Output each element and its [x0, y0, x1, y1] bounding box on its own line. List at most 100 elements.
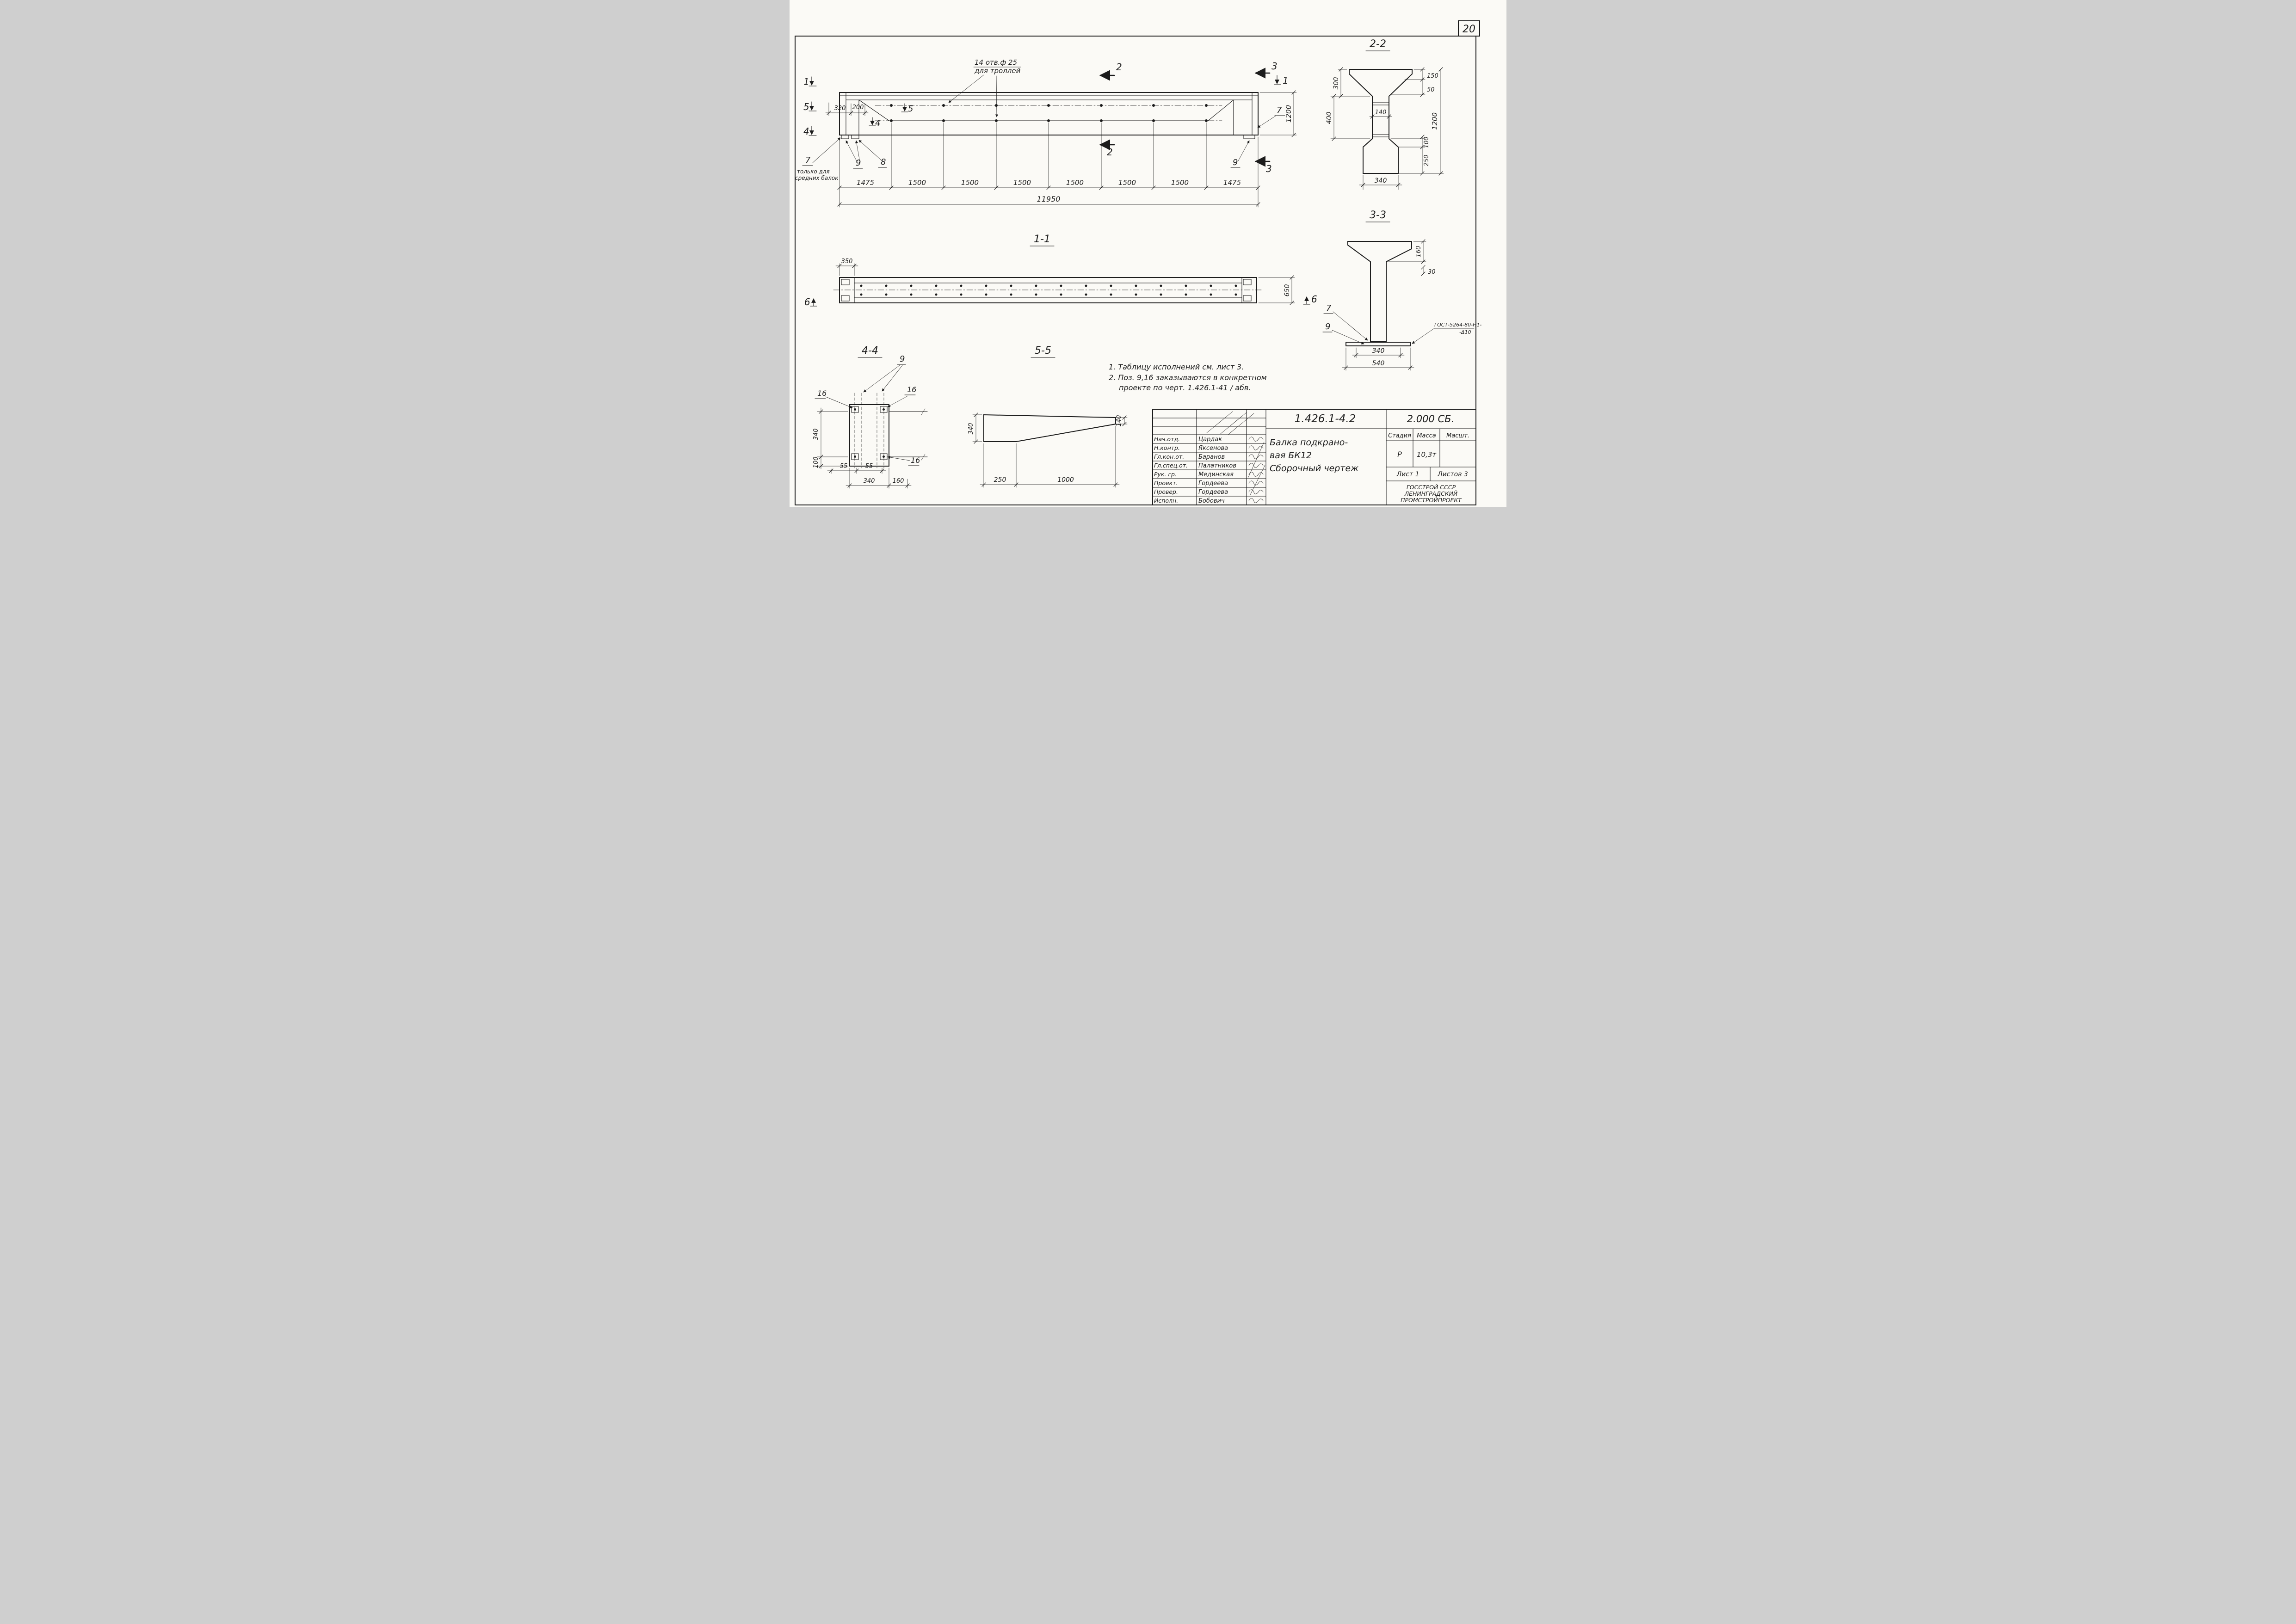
detail-extensions: [889, 411, 928, 457]
pos-16: 16: [907, 385, 916, 394]
pos-16: 16: [911, 456, 920, 465]
notes: 1. Таблицу исполнений см. лист 3. 2. Поз…: [1109, 363, 1267, 392]
name: Палатников: [1198, 462, 1236, 469]
dim-340: 340: [1375, 177, 1387, 185]
position-callouts: 7 9 7 только для средних балок 9 8: [795, 105, 1285, 181]
note-line-2: 2. Поз. 9,16 заказываются в конкретном: [1109, 373, 1267, 382]
dim-100: 100: [813, 457, 820, 468]
title-block-columns: [1196, 409, 1387, 505]
bearing-pads: [841, 135, 1255, 139]
left-dim-lines: [1330, 69, 1370, 139]
marker-1: 1: [1283, 75, 1289, 86]
stamp-marks: [1206, 411, 1265, 495]
org-line1: ГОССТРОЙ СССР: [1407, 484, 1456, 491]
col-stage: Стадия: [1388, 432, 1411, 439]
extension-lines: [839, 122, 1259, 208]
pos-7: 7: [805, 155, 811, 165]
role: Рук. гр.: [1154, 471, 1177, 478]
left-dims-lines: [825, 102, 869, 116]
trolley-holes: [890, 104, 1208, 122]
cross-section-profile: [1347, 241, 1412, 342]
hole-note-line1: 14 отв.ф 25: [975, 58, 1017, 67]
name: Гордеева: [1198, 480, 1228, 487]
cross-section-profile: [1349, 69, 1413, 174]
drawing-title-line1: Балка подкрано-: [1270, 437, 1348, 448]
signatures: [1248, 437, 1264, 503]
section-5-5: 5-5 340 140 250 1000: [968, 345, 1128, 488]
note-only-middle-1: только для: [797, 168, 830, 175]
section-label: 5-5: [1035, 345, 1051, 357]
marker-6: 6: [804, 296, 810, 308]
col-mass: Масса: [1417, 432, 1436, 439]
name: Гордеева: [1198, 489, 1228, 496]
pos-9: 9: [1233, 158, 1238, 167]
marker-4: 4: [803, 126, 809, 137]
dim-150: 150: [1427, 73, 1438, 80]
series-mark: 2.000 СБ.: [1407, 413, 1455, 424]
note-line-1: 1. Таблицу исполнений см. лист 3.: [1109, 363, 1244, 371]
pos-9: 9: [900, 354, 905, 364]
pos-9: 9: [1325, 322, 1330, 332]
section-label: 3-3: [1370, 209, 1386, 221]
plan-outline: [839, 277, 1257, 303]
tapered-plate: [983, 414, 1116, 442]
dim-1200: 1200: [1431, 112, 1439, 130]
role: Гл.кон.от.: [1154, 453, 1184, 460]
dim-1500: 1500: [1013, 178, 1031, 187]
role: Провер.: [1154, 488, 1178, 495]
role: Исполн.: [1154, 497, 1178, 504]
dim-400: 400: [1326, 112, 1333, 124]
dim-1000: 1000: [1057, 476, 1074, 484]
beam-outline: [839, 92, 1259, 135]
dim-1500: 1500: [1171, 178, 1189, 187]
blueprint-sheet: 20 1475 1500 1500 1500 1500 1500 1500 14…: [790, 0, 1506, 507]
drawing-frame: 20: [795, 20, 1480, 505]
dim-340: 340: [864, 478, 875, 485]
dim-1500: 1500: [908, 178, 926, 187]
name: Бобович: [1198, 498, 1225, 504]
col-scale: Масшт.: [1446, 432, 1469, 439]
dim-1475: 1475: [857, 178, 874, 187]
pos-8: 8: [881, 157, 886, 167]
dim-340: 340: [968, 423, 975, 435]
base-plate: [1346, 342, 1411, 346]
dim-55: 55: [840, 463, 848, 470]
note-line-3: проекте по черт. 1.426.1-41 / абв.: [1119, 383, 1251, 392]
title-block-frame: [1152, 409, 1476, 505]
marker-4: 4: [875, 118, 880, 128]
org-line2: ЛЕНИНГРАДСКИЙ: [1404, 490, 1458, 497]
dim-1500: 1500: [961, 178, 979, 187]
dim-250: 250: [1423, 155, 1430, 166]
main-elevation-view: 1475 1500 1500 1500 1500 1500 1500 1475 …: [795, 58, 1297, 208]
height-dim-ticks: [1291, 90, 1296, 137]
marker-2: 2: [1107, 147, 1113, 158]
note-only-middle-2: средних балок: [795, 175, 839, 181]
drawing-title-line2: вая БК12: [1270, 450, 1312, 461]
drawing-title-line3: Сборочный чертеж: [1270, 463, 1358, 474]
name: Цардак: [1198, 436, 1222, 443]
name: Мединская: [1198, 471, 1234, 478]
dim-total-11950: 11950: [1037, 195, 1061, 203]
stage-table-lines: [1386, 428, 1476, 481]
dim-50: 50: [1427, 86, 1435, 93]
dim-340: 340: [813, 429, 820, 440]
beam-inner-lines: [839, 92, 1259, 135]
sheet-number: 20: [1463, 24, 1475, 35]
dim-250: 250: [994, 476, 1006, 484]
pos-16: 16: [817, 389, 827, 398]
dim-1500: 1500: [1066, 178, 1084, 187]
org-line3: ПРОМСТРОЙПРОЕКТ: [1401, 497, 1462, 504]
name: Баранов: [1198, 454, 1225, 461]
mass-value: 10,3т: [1417, 450, 1437, 459]
personnel-table: Нач.отд. Цардак Н.контр. Яксенова Гл.кон…: [1154, 411, 1265, 504]
title-block-rows: [1152, 418, 1266, 497]
end-details: [841, 279, 1252, 301]
dim-320: 320: [834, 105, 846, 112]
bolt-squares: [851, 406, 888, 460]
dim-350: 350: [841, 258, 853, 265]
name: Яксенова: [1198, 445, 1228, 452]
break-marks: [921, 408, 926, 461]
section-label: 2-2: [1370, 38, 1386, 50]
section-4-4: 4-4 9 16 16 16 340 100 55 55 340 160: [813, 345, 928, 489]
marker-1: 1: [803, 76, 809, 87]
